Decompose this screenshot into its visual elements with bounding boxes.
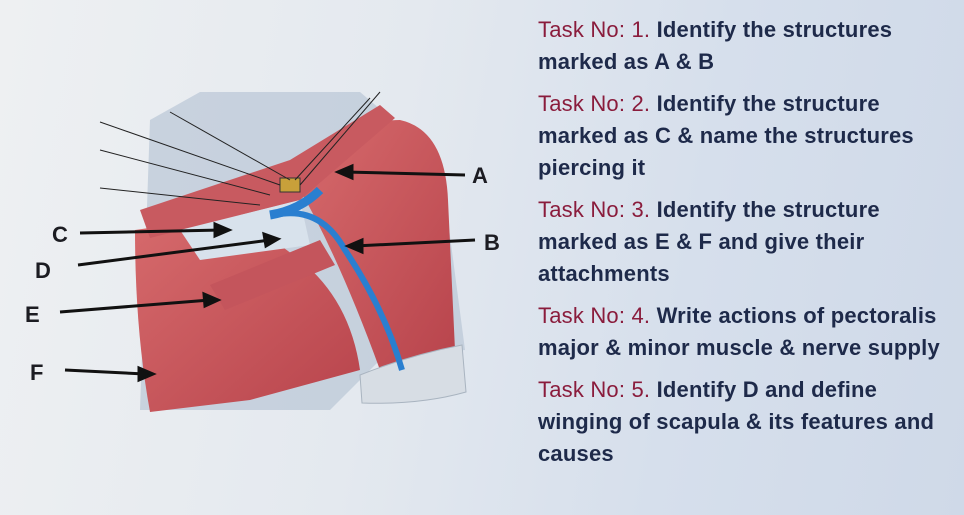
task-number: Task No: 4. [538,303,651,328]
arrow-d [77,238,271,267]
task-1: Task No: 1. Identify the structures mark… [538,14,958,78]
subclavius-region [140,105,395,238]
arrow-e [59,298,211,314]
label-d: D [35,258,51,283]
task-5: Task No: 5. Identify D and define wingin… [538,374,958,470]
leader-lines [99,91,381,206]
task-number: Task No: 5. [538,377,651,402]
task-list: Task No: 1. Identify the structures mark… [538,14,958,480]
arrow-a [344,170,466,177]
pectoralis-minor-muscle [210,240,335,310]
task-text: Identify the structure marked as E & F a… [538,197,880,286]
arm-cut [359,344,467,404]
task-3: Task No: 3. Identify the structure marke… [538,194,958,290]
task-text: Identify the structures marked as A & B [538,17,893,74]
task-2: Task No: 2. Identify the structure marke… [538,88,958,184]
label-e: E [25,302,40,327]
anatomy-illustration: A B C D E F [25,91,500,412]
task-text: Identify the structure marked as C & nam… [538,91,914,180]
task-4: Task No: 4. Write actions of pectoralis … [538,300,958,364]
label-f: F [30,360,43,385]
arrow-b [354,238,476,248]
label-a: A [472,163,488,188]
arrow-f [64,368,146,376]
task-number: Task No: 3. [538,197,651,222]
task-text: Write actions of pectoralis major & mino… [538,303,940,360]
coracoid-structure [279,177,301,193]
task-number: Task No: 1. [538,17,651,42]
task-number: Task No: 2. [538,91,651,116]
task-text: Identify D and define winging of scapula… [538,377,935,466]
label-b: B [484,230,500,255]
arrow-c [79,228,223,235]
cephalic-vein [274,210,405,371]
label-c: C [52,222,68,247]
axillary-vein [269,186,324,220]
